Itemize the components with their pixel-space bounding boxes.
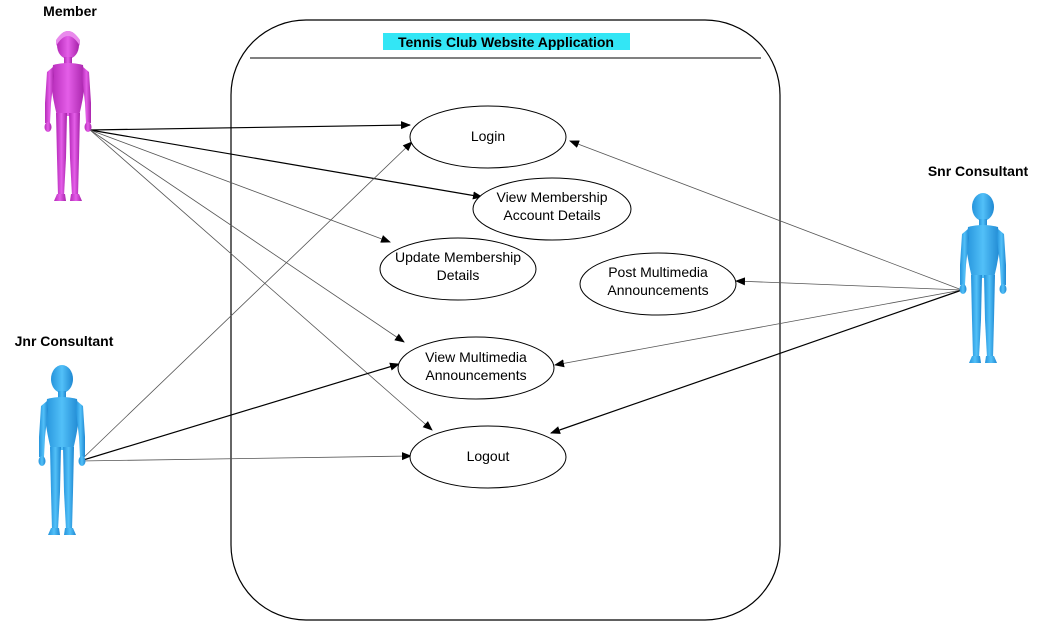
use-case-view-multimedia-line2: Announcements: [425, 367, 526, 383]
use-case-update-membership-details[interactable]: Update Membership Details: [379, 237, 537, 301]
snr-figure-icon: [959, 193, 1007, 363]
use-case-view-account-details-line1: View Membership: [496, 189, 607, 205]
use-case-view-account-details[interactable]: View Membership Account Details: [472, 177, 632, 241]
system-title: Tennis Club Website Application: [398, 34, 614, 50]
association-member-to-update_details: [89, 129, 391, 243]
use-case-view-multimedia-line1: View Multimedia: [425, 349, 527, 365]
association-snr-to-logout: [550, 289, 963, 434]
association-snr-to-login: [569, 140, 963, 291]
actor-snr-consultant[interactable]: Snr Consultant: [928, 163, 1029, 363]
use-case-view-account-details-line2: Account Details: [503, 207, 600, 223]
use-case-update-details-line1: Update Membership: [395, 249, 521, 265]
association-member-to-logout: [89, 129, 433, 431]
actor-jnr-name: Jnr Consultant: [15, 333, 114, 349]
association-snr-to-post_multimedia: [735, 277, 963, 291]
use-case-post-multimedia-line2: Announcements: [607, 282, 708, 298]
association-snr-to-view_multimedia: [554, 289, 963, 368]
system-title-highlight: [383, 33, 630, 50]
associations: [79, 121, 963, 462]
use-case-logout[interactable]: Logout: [409, 425, 567, 489]
association-jnr-to-login: [79, 141, 413, 462]
association-member-to-view_multimedia: [89, 129, 405, 343]
actor-member[interactable]: Member: [43, 3, 97, 201]
actor-snr-name: Snr Consultant: [928, 163, 1029, 179]
association-jnr-to-logout: [79, 452, 412, 462]
actor-member-name: Member: [43, 3, 97, 19]
use-case-post-multimedia-line1: Post Multimedia: [608, 264, 708, 280]
member-figure-icon: [44, 31, 92, 201]
use-case-post-multimedia[interactable]: Post Multimedia Announcements: [579, 252, 737, 316]
association-member-to-view_account: [89, 129, 483, 200]
use-case-login[interactable]: Login: [409, 105, 567, 169]
actor-jnr-consultant[interactable]: Jnr Consultant: [15, 333, 114, 535]
use-case-update-details-line2: Details: [437, 267, 480, 283]
use-case-view-multimedia[interactable]: View Multimedia Announcements: [397, 336, 555, 400]
jnr-figure-icon: [38, 365, 86, 535]
system-boundary: [230, 19, 781, 621]
association-jnr-to-view_multimedia: [79, 362, 400, 462]
use-case-login-label: Login: [471, 128, 505, 144]
association-member-to-login: [89, 121, 411, 131]
member-hair-icon: [56, 31, 80, 46]
use-case-logout-label: Logout: [467, 448, 510, 464]
